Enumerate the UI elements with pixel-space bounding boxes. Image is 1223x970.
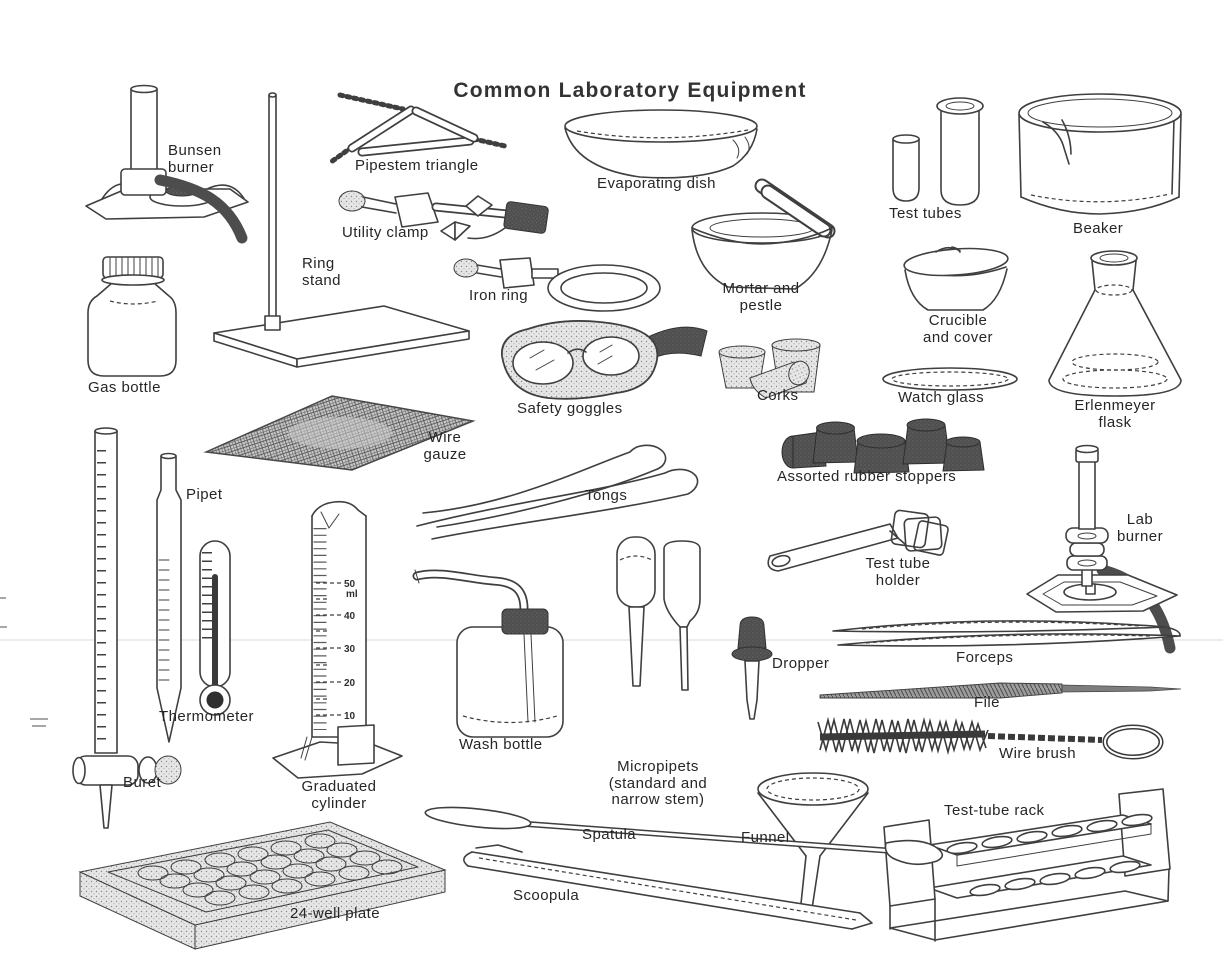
graduated-cylinder-illustration: 50 ml 40 30 20 10 bbox=[272, 500, 403, 779]
cylinder-mark-10: 10 bbox=[344, 711, 356, 722]
beaker-illustration bbox=[1018, 93, 1182, 215]
label-beaker: Beaker bbox=[1073, 220, 1124, 237]
cylinder-mark-30: 30 bbox=[344, 644, 356, 655]
label-pipestem-triangle: Pipestem triangle bbox=[355, 157, 479, 174]
safety-goggles-illustration bbox=[501, 320, 708, 400]
tongs-illustration bbox=[416, 444, 699, 540]
assorted-rubber-stoppers-illustration bbox=[781, 418, 985, 474]
label-micropipets: Micropipets (standard and narrow stem) bbox=[608, 758, 708, 808]
label-wash-bottle: Wash bottle bbox=[459, 736, 543, 753]
label-evaporating-dish: Evaporating dish bbox=[597, 175, 716, 192]
label-graduated-cylinder: Graduated cylinder bbox=[301, 778, 377, 812]
label-wire-gauze: Wire gauze bbox=[423, 429, 467, 463]
lab-burner-illustration bbox=[1026, 444, 1178, 654]
ring-stand-illustration bbox=[213, 92, 470, 368]
label-iron-ring: Iron ring bbox=[469, 287, 529, 304]
erlenmeyer-flask-illustration bbox=[1048, 250, 1182, 397]
test-tubes-illustration bbox=[892, 97, 984, 206]
label-test-tubes: Test tubes bbox=[889, 205, 962, 222]
funnel-illustration bbox=[757, 772, 869, 918]
crucible-and-cover-illustration bbox=[903, 246, 1009, 311]
label-bunsen-burner: Bunsen burner bbox=[168, 142, 222, 176]
watch-glass-illustration bbox=[882, 367, 1018, 391]
label-ring-stand: Ring stand bbox=[302, 255, 341, 289]
label-24-well-plate: 24-well plate bbox=[290, 905, 381, 922]
dropper-illustration bbox=[731, 616, 773, 720]
utility-clamp-illustration bbox=[338, 190, 549, 241]
spatula-illustration bbox=[424, 806, 944, 866]
label-funnel: Funnel bbox=[741, 829, 790, 846]
page-title: Common Laboratory Equipment bbox=[453, 79, 807, 102]
label-watch-glass: Watch glass bbox=[898, 389, 985, 406]
label-buret: Buret bbox=[123, 774, 162, 791]
iron-ring-illustration bbox=[453, 257, 661, 312]
label-pipet: Pipet bbox=[186, 486, 223, 503]
scan-edge-marks bbox=[0, 597, 48, 727]
label-forceps: Forceps bbox=[956, 649, 1014, 666]
scoopula-illustration bbox=[463, 844, 873, 930]
24-well-plate-illustration bbox=[78, 821, 447, 950]
wire-brush-illustration bbox=[817, 716, 1164, 760]
wash-bottle-illustration bbox=[412, 569, 564, 738]
label-scoopula: Scoopula bbox=[513, 887, 580, 904]
cylinder-mark-40: 40 bbox=[344, 611, 356, 622]
evaporating-dish-illustration bbox=[564, 109, 758, 179]
label-test-tube-holder: Test tube holder bbox=[865, 555, 931, 589]
buret-illustration bbox=[72, 427, 182, 829]
label-test-tube-rack: Test-tube rack bbox=[944, 802, 1045, 819]
corks-illustration bbox=[718, 338, 821, 399]
label-utility-clamp: Utility clamp bbox=[342, 224, 429, 241]
micropipets-illustration bbox=[616, 536, 701, 691]
label-mortar-and-pestle: Mortar and pestle bbox=[722, 280, 800, 314]
gas-bottle-illustration bbox=[87, 256, 177, 377]
mortar-and-pestle-illustration bbox=[691, 178, 836, 290]
label-spatula: Spatula bbox=[582, 826, 637, 843]
label-corks: Corks bbox=[757, 387, 799, 404]
thermometer-illustration bbox=[199, 540, 231, 716]
label-erlenmeyer-flask: Erlenmeyer flask bbox=[1074, 397, 1156, 431]
wire-gauze-illustration bbox=[203, 395, 476, 471]
label-dropper: Dropper bbox=[772, 655, 830, 672]
label-safety-goggles: Safety goggles bbox=[517, 400, 623, 417]
test-tube-holder-illustration bbox=[767, 509, 949, 572]
pipestem-triangle-illustration bbox=[328, 92, 508, 165]
bunsen-burner-illustration bbox=[85, 84, 249, 244]
pipet-illustration bbox=[156, 452, 182, 743]
label-lab-burner: Lab burner bbox=[1116, 511, 1164, 545]
label-tongs: Tongs bbox=[585, 487, 628, 504]
file-illustration bbox=[819, 682, 1182, 699]
label-thermometer: Thermometer bbox=[159, 708, 254, 725]
cylinder-unit: ml bbox=[346, 589, 358, 600]
label-file: File bbox=[974, 694, 1000, 711]
forceps-illustration bbox=[832, 620, 1181, 647]
cylinder-mark-50: 50 bbox=[344, 579, 356, 590]
label-crucible-and-cover: Crucible and cover bbox=[923, 312, 993, 346]
cylinder-mark-20: 20 bbox=[344, 678, 356, 689]
label-gas-bottle: Gas bottle bbox=[88, 379, 161, 396]
label-assorted-rubber-stoppers: Assorted rubber stoppers bbox=[777, 468, 957, 485]
label-wire-brush: Wire brush bbox=[999, 745, 1077, 762]
